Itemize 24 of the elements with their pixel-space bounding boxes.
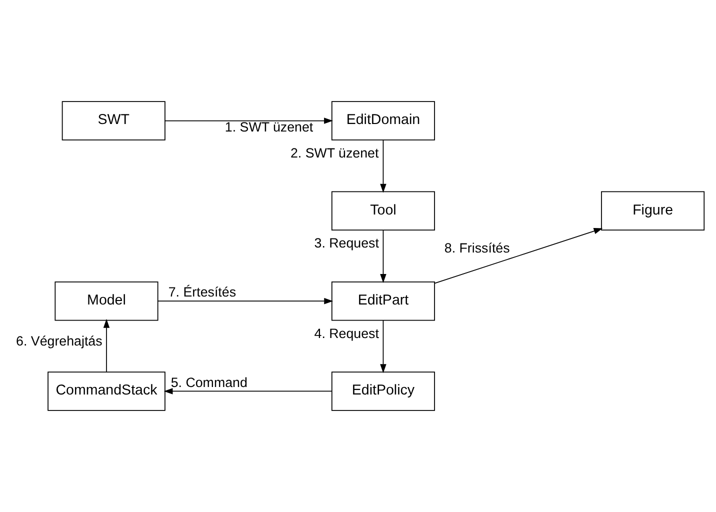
arrow (164, 388, 332, 394)
edge-label: 7. Értesítés (168, 284, 236, 300)
edge-label: 6. Végrehajtás (16, 333, 102, 348)
node-box: CommandStack (48, 372, 166, 411)
edge-label: 3. Request (314, 236, 379, 251)
edge-label: 5. Command (170, 374, 248, 390)
node-box: EditDomain (331, 101, 435, 140)
edge-label: 4. Request (314, 326, 379, 341)
node-box: EditPolicy (331, 372, 435, 411)
edge-label: 1. SWT üzenet (224, 119, 314, 134)
arrow (164, 118, 333, 124)
arrow (157, 298, 334, 304)
edge-label: 2. SWT üzenet (290, 145, 379, 160)
edge-label: 8. Frissítés (444, 240, 510, 256)
arrow (434, 228, 603, 284)
arrow (380, 320, 386, 374)
node-box: Model (54, 281, 158, 321)
arrow (103, 318, 110, 372)
node-box: Tool (331, 191, 435, 231)
arrow (380, 140, 386, 193)
node-box: SWT (62, 101, 166, 140)
arrow (380, 230, 386, 283)
node-box: EditPart (331, 281, 435, 321)
node-box: Figure (601, 191, 705, 231)
